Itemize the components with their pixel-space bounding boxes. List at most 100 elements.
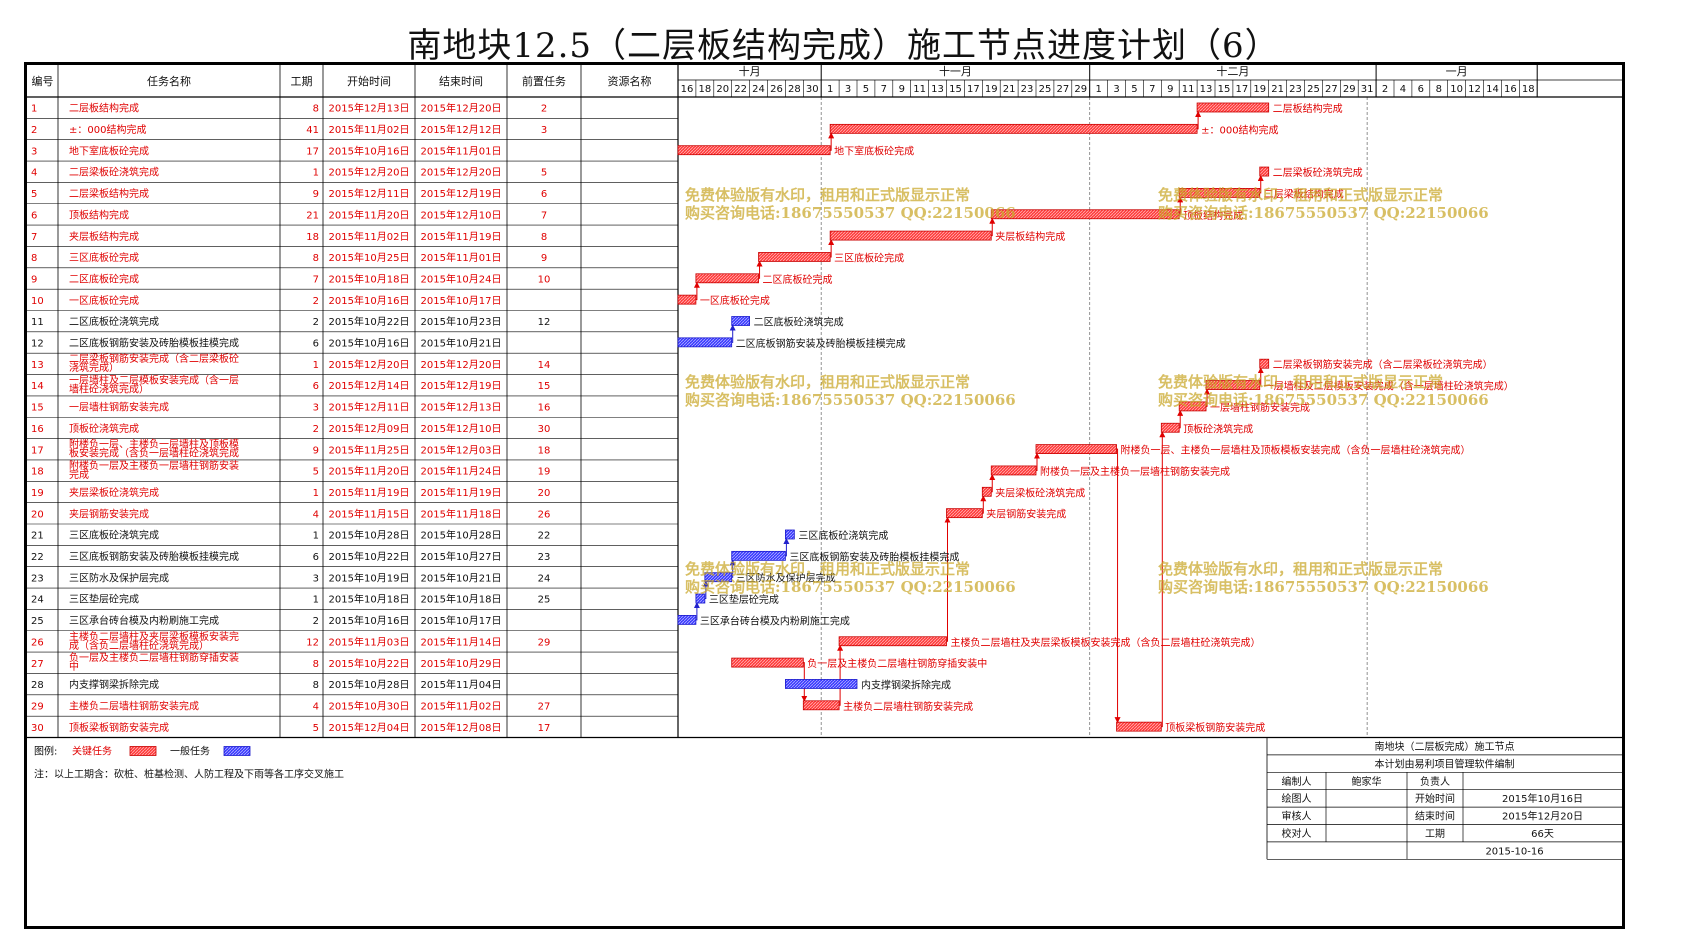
column-header-resource: 资源名称 bbox=[608, 74, 652, 88]
task-end: 2015年10月17日 bbox=[421, 294, 502, 307]
bar-label: ±：000结构完成 bbox=[1201, 123, 1278, 136]
gantt-bar[interactable] bbox=[1160, 422, 1180, 433]
gantt-bar[interactable] bbox=[1259, 166, 1270, 177]
task-duration: 6 bbox=[313, 552, 319, 563]
watermark: 免费体验版有水印，租用和正式版显示正常购买咨询电话:18675550537 QQ… bbox=[685, 373, 1016, 409]
gantt-bar[interactable] bbox=[990, 209, 1180, 220]
bar-label: 三区底板钢筋安装及砖胎模板挂模完成 bbox=[789, 550, 959, 563]
task-duration: 6 bbox=[313, 381, 319, 392]
day-tick-label: 27 bbox=[1056, 84, 1069, 95]
gantt-bar[interactable] bbox=[677, 337, 733, 348]
gantt-bar[interactable] bbox=[677, 294, 697, 305]
gantt-bar[interactable] bbox=[829, 230, 992, 241]
day-tick-label: 25 bbox=[1307, 84, 1320, 95]
gantt-bar[interactable] bbox=[829, 123, 1198, 134]
gantt-bar[interactable] bbox=[990, 465, 1037, 476]
page-title: 南地块12.5（二层板结构完成）施工节点进度计划（6） bbox=[407, 26, 1280, 66]
task-id: 18 bbox=[31, 467, 44, 478]
column-header-name: 任务名称 bbox=[147, 74, 191, 88]
gantt-bar[interactable] bbox=[731, 657, 804, 668]
task-end: 2015年12月19日 bbox=[421, 187, 502, 200]
task-duration: 8 bbox=[313, 104, 319, 115]
task-predecessor: 16 bbox=[538, 403, 551, 414]
task-id: 27 bbox=[31, 659, 44, 670]
gantt-bar[interactable] bbox=[677, 615, 697, 625]
gantt-bar[interactable] bbox=[802, 700, 840, 711]
day-tick-label: 15 bbox=[949, 84, 962, 95]
task-name: 一层墙柱钢筋安装完成 bbox=[69, 401, 169, 414]
task-end: 2015年11月04日 bbox=[421, 678, 502, 691]
gantt-bar[interactable] bbox=[981, 486, 992, 497]
gantt-bar[interactable] bbox=[1116, 721, 1162, 732]
info-value: 2015年12月20日 bbox=[1502, 810, 1583, 823]
task-duration: 1 bbox=[313, 360, 319, 371]
gantt-bar[interactable] bbox=[695, 273, 759, 284]
gantt-bar[interactable] bbox=[785, 679, 858, 689]
task-id: 28 bbox=[31, 680, 44, 691]
task-duration: 9 bbox=[313, 189, 319, 200]
gantt-bar[interactable] bbox=[1205, 380, 1261, 390]
gantt-bar[interactable] bbox=[1196, 102, 1270, 113]
gantt-bar[interactable] bbox=[1178, 187, 1261, 198]
task-id: 7 bbox=[31, 232, 37, 243]
task-predecessor: 20 bbox=[538, 488, 551, 499]
gantt-bar[interactable] bbox=[1178, 401, 1207, 412]
task-id: 4 bbox=[31, 168, 37, 179]
column-header-pred: 前置任务 bbox=[522, 74, 566, 88]
gantt-bar[interactable] bbox=[704, 572, 733, 583]
gantt-bar[interactable] bbox=[838, 636, 947, 647]
task-start: 2015年10月22日 bbox=[329, 315, 410, 328]
gantt-bar[interactable] bbox=[1035, 444, 1117, 455]
info-title: 南地块（二层板完成）施工节点 bbox=[1375, 740, 1515, 753]
gantt-bar[interactable] bbox=[695, 593, 706, 604]
task-name: 二区底板砼浇筑完成 bbox=[69, 315, 159, 328]
legend-general-label: 一般任务 bbox=[170, 745, 210, 758]
gantt-bar[interactable] bbox=[731, 316, 751, 326]
day-tick-label: 17 bbox=[967, 84, 980, 95]
gantt-bar[interactable] bbox=[785, 529, 795, 540]
gantt-bar[interactable] bbox=[677, 145, 831, 156]
gantt-bar[interactable] bbox=[946, 508, 983, 519]
day-tick-label: 5 bbox=[1131, 84, 1137, 95]
task-name: 二层板结构完成 bbox=[69, 102, 139, 115]
task-duration: 5 bbox=[313, 723, 319, 734]
gantt-bar[interactable] bbox=[1259, 358, 1270, 369]
task-duration: 3 bbox=[313, 403, 319, 414]
task-name: 主楼负二层墙柱钢筋安装完成 bbox=[69, 699, 199, 712]
gantt-bar[interactable] bbox=[731, 550, 786, 561]
task-start: 2015年11月02日 bbox=[329, 123, 410, 136]
bar-label: 二区底板砼浇筑完成 bbox=[754, 316, 844, 329]
task-id: 29 bbox=[31, 701, 44, 712]
gantt-bar[interactable] bbox=[758, 252, 831, 262]
